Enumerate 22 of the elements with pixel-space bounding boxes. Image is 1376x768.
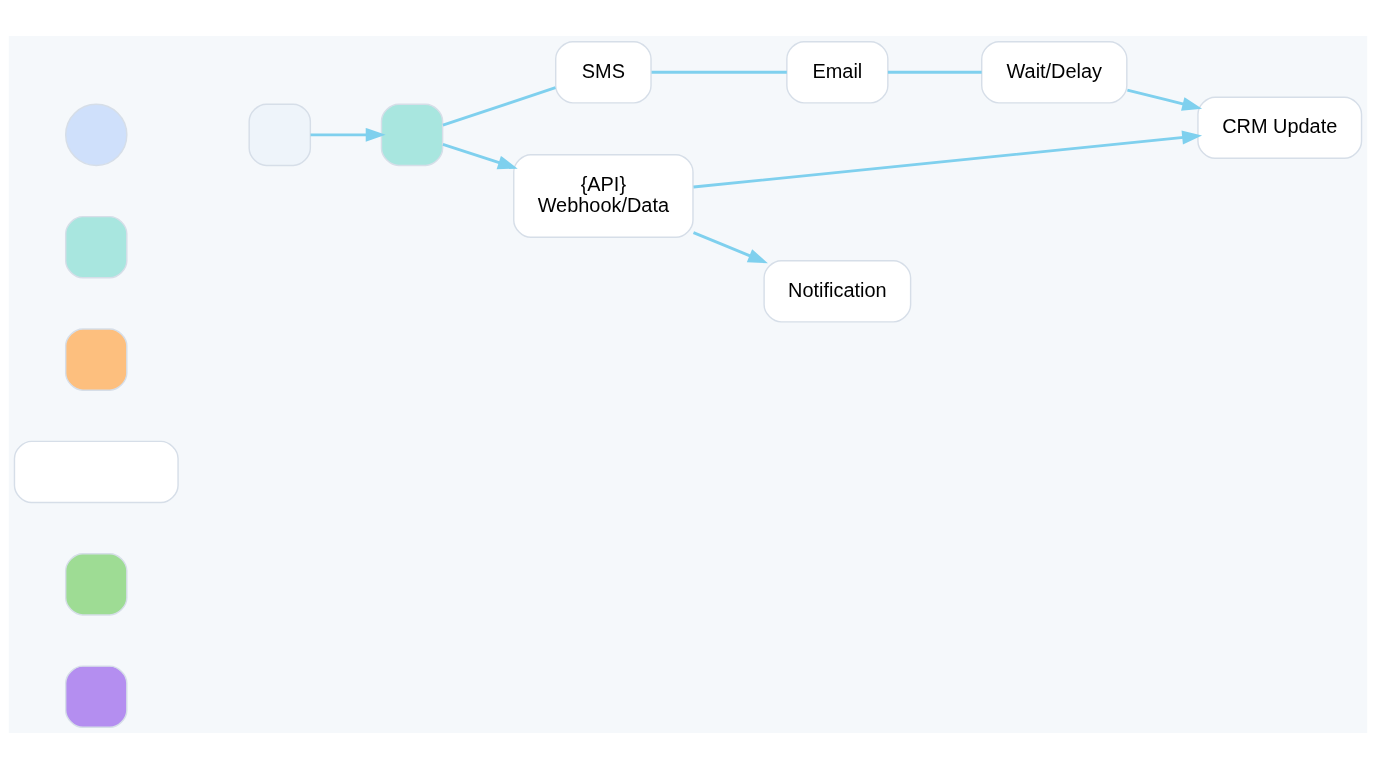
arrow [692,230,768,263]
connector [887,70,982,74]
arrow [693,130,1203,188]
node-box: CRM Update [1197,95,1363,159]
node-box: {API} Webhook/Data [513,153,694,238]
node-circle [64,103,128,166]
arrow [1127,88,1203,111]
arrow [310,127,386,142]
arrow [442,142,518,169]
connector [442,85,556,126]
node-box [64,552,128,616]
node-box [64,664,128,728]
node-box [380,103,444,166]
node-box: SMS [555,40,652,104]
node-box: Notification [763,259,912,323]
node-box [13,440,179,503]
node-box: Email [786,40,889,104]
node-box [64,327,128,391]
node-box [248,103,312,166]
connector [651,70,787,74]
node-box [64,215,128,279]
node-box: Wait/Delay [981,40,1128,104]
